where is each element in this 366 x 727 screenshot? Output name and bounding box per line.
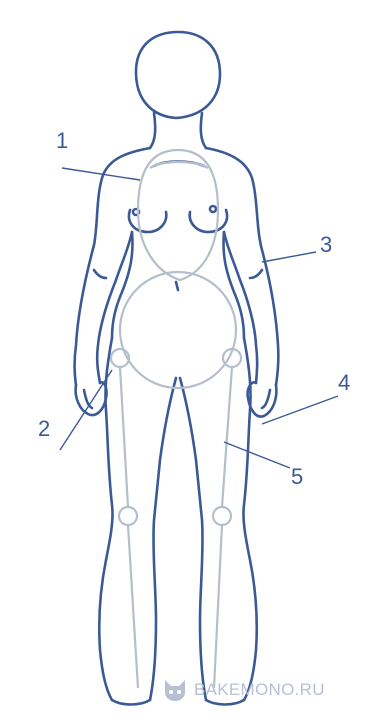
pointer-line-4 [262,396,338,424]
right-nipple [210,206,216,212]
right-femur-guide [222,367,232,507]
neck-right [201,113,206,148]
right-leg-inner [180,378,206,700]
left-hand [76,382,107,415]
left-femur-guide [120,367,128,507]
label-2: 2 [38,416,50,442]
right-hand-finger [262,390,270,408]
left-shoulder-arm [75,148,151,385]
right-breast [190,210,227,232]
head-outline [136,32,220,118]
label-3: 3 [320,232,332,258]
cat-face-icon [162,678,188,702]
watermark: BAKEMONO.RU [162,676,325,704]
right-leg-outer [243,338,256,700]
pointer-line-5 [224,442,290,468]
label-1: 1 [56,128,68,154]
left-hand-finger [84,390,92,408]
left-shin-guide [128,525,138,688]
ribcage-oval-guide [138,150,218,280]
navel [176,282,178,290]
neck-left [150,113,155,148]
right-hand [248,382,277,416]
right-knee-joint-guide [213,507,231,525]
left-knee-joint-guide [119,507,137,525]
right-shoulder-arm [206,148,278,385]
label-5: 5 [291,464,303,490]
label-4: 4 [338,370,350,396]
left-inner-arm [97,232,132,383]
pointer-line-3 [262,252,316,262]
left-elbow-crease [94,270,106,278]
left-leg-outer [99,338,112,700]
watermark-text: BAKEMONO.RU [194,680,325,700]
left-foot [112,700,150,705]
pointer-line-2 [60,370,112,450]
right-shin-guide [214,525,222,688]
left-leg-inner [150,378,176,700]
right-elbow-crease [250,270,262,278]
